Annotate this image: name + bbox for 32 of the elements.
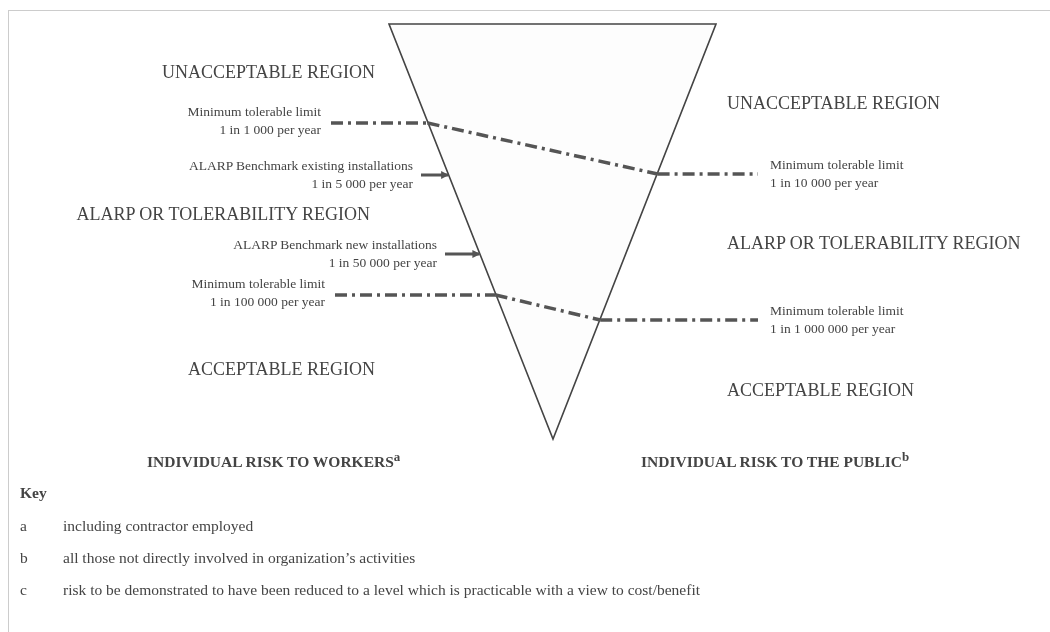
limit-label: Minimum tolerable limit [191,275,325,293]
limit-label: Minimum tolerable limit [187,103,321,121]
key-text: all those not directly involved in organization’s activities [63,549,416,568]
limit-label: Minimum tolerable limit [770,156,904,174]
region-label: ACCEPTABLE REGION [727,380,915,402]
limit-label: ALARP Benchmark existing installations [188,157,413,175]
risk-frequency: 1 in 1 000 000 per year [770,320,896,338]
region-label: ACCEPTABLE REGION [187,359,375,381]
key-text: risk to be demonstrated to have been reduced to a level which is practicable with a view to cost/benefit [63,581,700,600]
risk-frequency: 1 in 1 000 per year [219,121,321,139]
arrow [445,250,481,258]
limit-label: Minimum tolerable limit [770,302,904,320]
axis-heading: INDIVIDUAL RISK TO THE PUBLIC$^{b}$ [641,449,910,472]
risk-frequency: 1 in 10 000 per year [770,174,879,192]
key-letter: b [20,549,28,568]
key-heading: Key [20,484,47,503]
key-letter: c [20,581,27,600]
risk-frequency: 1 in 100 000 per year [209,293,325,311]
dash-dot-line [331,121,428,125]
region-label: UNACCEPTABLE REGION [727,93,941,115]
region-label: ALARP OR TOLERABILITY REGION [76,204,370,226]
risk-frequency: 1 in 50 000 per year [328,254,437,272]
key-text: including contractor employed [63,517,254,536]
risk-frequency: 1 in 5 000 per year [311,175,413,193]
limit-label: ALARP Benchmark new installations [233,236,437,254]
region-label: ALARP OR TOLERABILITY REGION [727,233,1021,255]
dash-dot-line [600,318,758,322]
dash-dot-line [335,293,496,297]
region-label: UNACCEPTABLE REGION [161,62,375,84]
arrow [421,171,450,179]
key-letter: a [20,517,27,536]
axis-heading: INDIVIDUAL RISK TO WORKERS$^{a}$ [147,449,401,472]
